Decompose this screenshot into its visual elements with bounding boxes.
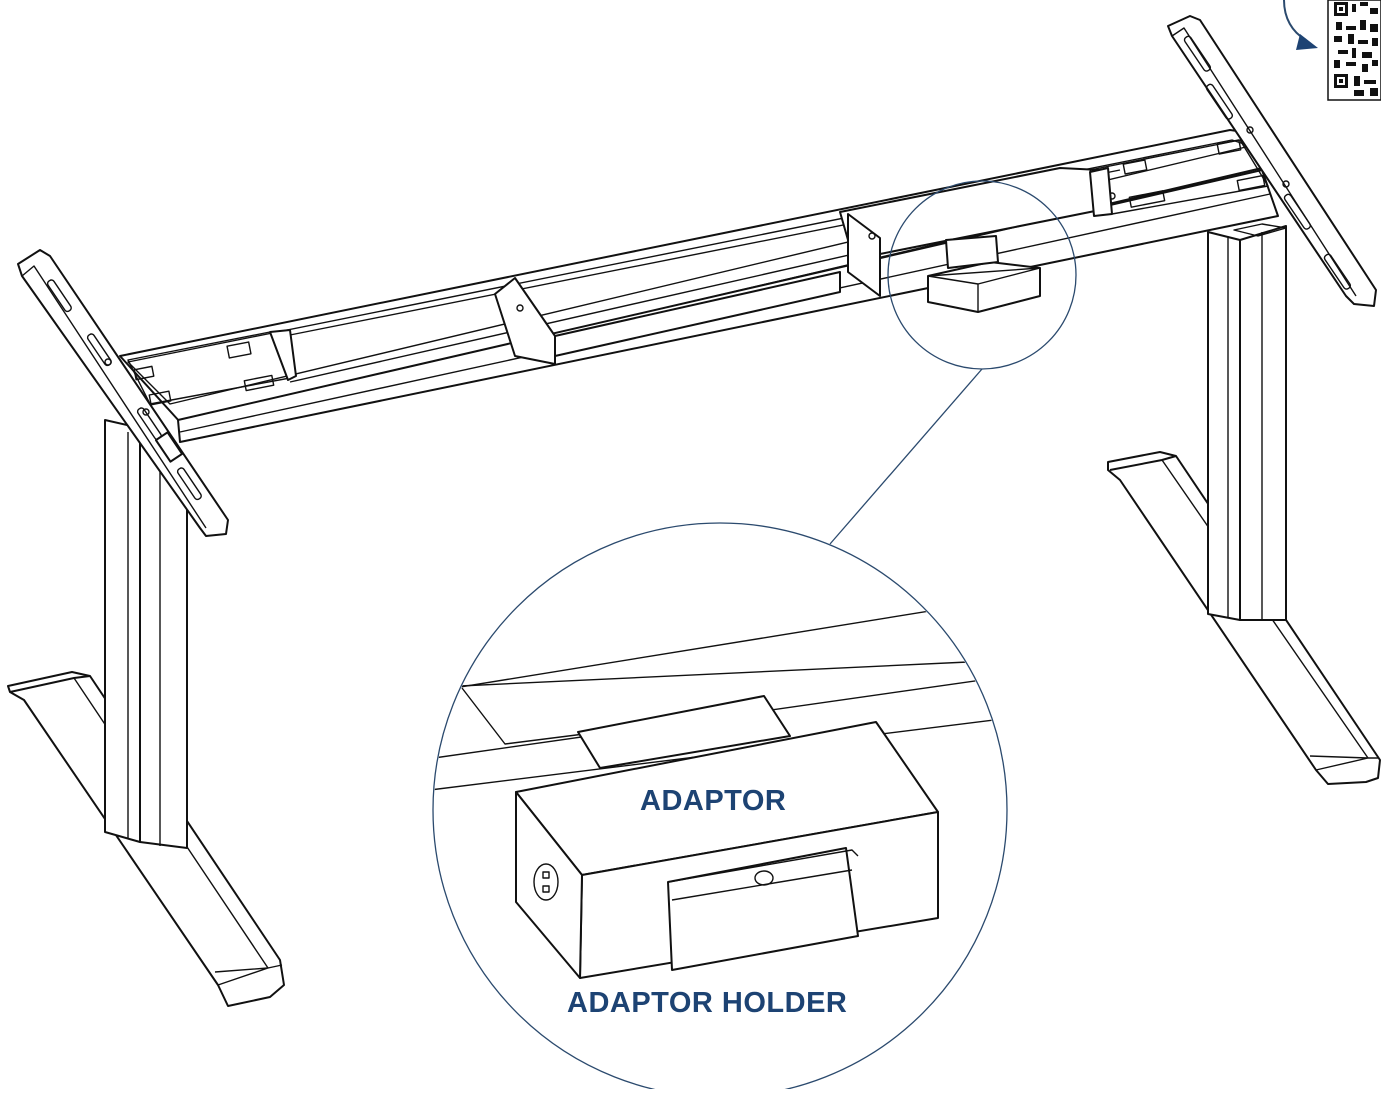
left-leg — [7, 419, 285, 1007]
callout-large-circle — [432, 522, 1008, 1094]
adaptor-holder-label: ADAPTOR HOLDER — [567, 987, 848, 1019]
left-side-bracket — [17, 249, 229, 537]
qr-code-icon — [1327, 0, 1381, 101]
right-leg — [1107, 223, 1381, 785]
right-motor-bracket — [1089, 139, 1269, 217]
left-column — [104, 419, 141, 843]
crossbeam — [119, 129, 1279, 443]
zoom-adaptor-box-side — [515, 791, 583, 979]
beam-adaptor-holder — [927, 235, 1041, 313]
curved-arrow-icon — [1283, 0, 1318, 50]
right-side-bracket — [1167, 15, 1377, 307]
right-column — [1207, 231, 1241, 621]
left-motor-bracket — [127, 329, 297, 406]
adaptor-label: ADAPTOR — [640, 785, 787, 817]
detail-callout — [432, 180, 1077, 1094]
zoom-detail — [434, 597, 1006, 979]
zoom-holder-strap — [667, 847, 859, 971]
